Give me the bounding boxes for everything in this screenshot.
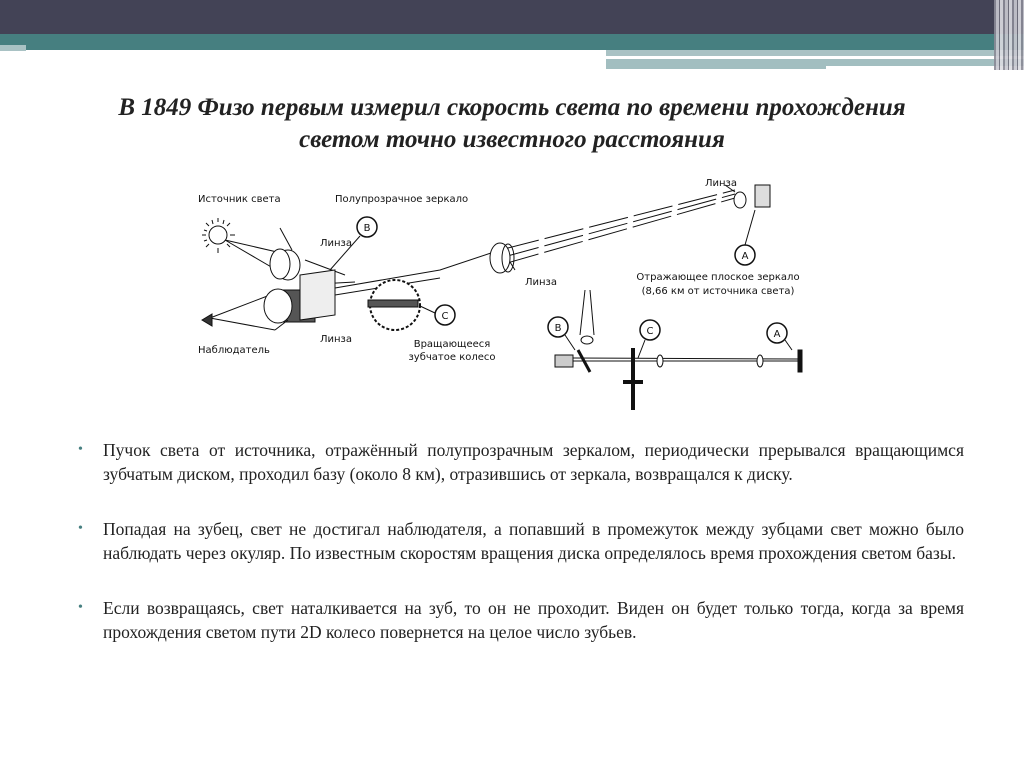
decor-bar bbox=[606, 56, 948, 59]
label-lens: Линза bbox=[320, 238, 352, 249]
half-mirror-icon bbox=[299, 269, 336, 321]
flat-mirror-icon bbox=[754, 184, 771, 208]
bullet-item: • Если возвращаясь, свет наталкивается н… bbox=[78, 596, 964, 644]
label-lens: Линза bbox=[525, 277, 557, 288]
decor-bar bbox=[0, 45, 26, 51]
label-mirror-2: (8,66 км от источника света) bbox=[642, 286, 795, 297]
decor-bar bbox=[606, 59, 1024, 69]
marker-a: A bbox=[742, 251, 749, 262]
marker-c: C bbox=[442, 311, 449, 322]
eye-icon bbox=[201, 313, 213, 327]
label-mirror-1: Отражающее плоское зеркало bbox=[636, 272, 799, 283]
label-light-source: Источник света bbox=[198, 194, 281, 205]
light-source-icon bbox=[202, 218, 235, 253]
decor-bar bbox=[826, 66, 1024, 70]
lens-icon bbox=[733, 191, 747, 209]
bullet-item: • Попадая на зубец, свет не достигал наб… bbox=[78, 517, 964, 565]
marker-a: A bbox=[774, 329, 781, 340]
header-accent-band bbox=[0, 34, 1024, 50]
lens-icon bbox=[489, 242, 515, 274]
decor-stripes bbox=[994, 0, 1024, 70]
lens-icon bbox=[269, 248, 301, 281]
label-lens: Линза bbox=[705, 178, 737, 189]
header-band bbox=[0, 0, 1024, 34]
marker-b: B bbox=[555, 323, 562, 334]
bullet-list: • Пучок света от источника, отражённый п… bbox=[78, 438, 964, 675]
bullet-marker: • bbox=[78, 600, 83, 615]
label-wheel-1: Вращающееся bbox=[414, 339, 491, 350]
bullet-text: Если возвращаясь, свет наталкивается на … bbox=[103, 598, 964, 642]
marker-b: B bbox=[364, 223, 371, 234]
bullet-text: Пучок света от источника, отражённый пол… bbox=[103, 440, 964, 484]
label-wheel-2: зубчатое колесо bbox=[408, 352, 495, 363]
bullet-marker: • bbox=[78, 442, 83, 457]
toothed-wheel-icon bbox=[367, 279, 421, 331]
schematic-inset bbox=[547, 289, 803, 410]
label-lens: Линза bbox=[320, 334, 352, 345]
slide-title: В 1849 Физо первым измерил скорость свет… bbox=[118, 94, 906, 153]
bullet-text: Попадая на зубец, свет не достигал наблю… bbox=[103, 519, 964, 563]
fizeau-diagram: Источник света Полупрозрачное зеркало Ли… bbox=[198, 178, 803, 410]
bullet-marker: • bbox=[78, 521, 83, 536]
label-half-mirror: Полупрозрачное зеркало bbox=[335, 194, 468, 205]
decor-bar bbox=[606, 50, 1024, 56]
label-observer: Наблюдатель bbox=[198, 345, 270, 356]
bullet-item: • Пучок света от источника, отражённый п… bbox=[78, 438, 964, 486]
marker-c: C bbox=[647, 326, 654, 337]
